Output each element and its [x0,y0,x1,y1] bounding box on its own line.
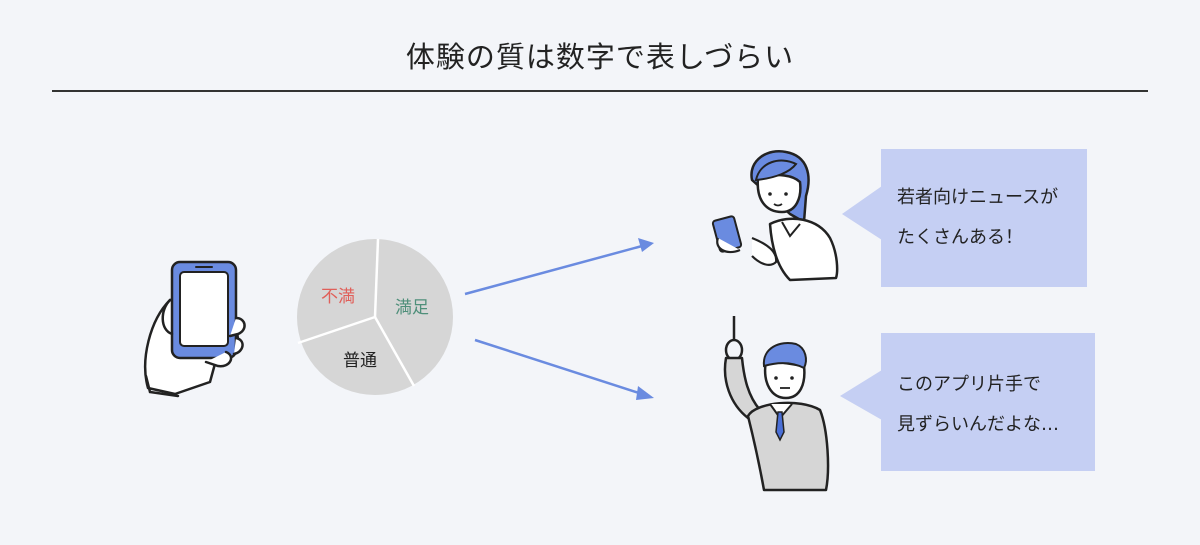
speech-bubble-woman: 若者向けニュースが たくさんある！ [881,149,1087,287]
title-divider [52,90,1148,92]
pie-label-dissatisfied: 不満 [321,287,355,307]
bubble-tail-bottom [840,370,882,420]
bubble-text-line: 若者向けニュースが [897,187,1059,208]
man-holding-strap-icon [723,316,830,492]
arrow-to-man [474,338,654,400]
pie-divider [297,315,376,345]
pie-label-neutral: 普通 [343,351,377,371]
pie-divider [373,316,416,387]
bubble-text-line: たくさんある！ [897,227,1023,248]
speech-bubble-man: このアプリ片手で 見ずらいんだよな… [881,333,1095,471]
pie-divider [373,238,380,318]
bubble-text-line: 見ずらいんだよな… [897,414,1059,435]
bubble-tail-top [842,186,882,240]
pie-label-satisfied: 満足 [395,298,429,318]
woman-with-phone-icon [711,149,839,282]
bubble-text-line: このアプリ片手で [897,374,1041,395]
satisfaction-pie: 不満 満足 普通 [297,238,453,395]
arrow-to-woman [464,238,654,296]
phone-in-hand-icon [144,260,246,398]
page-title: 体験の質は数字で表しづらい [405,40,795,74]
